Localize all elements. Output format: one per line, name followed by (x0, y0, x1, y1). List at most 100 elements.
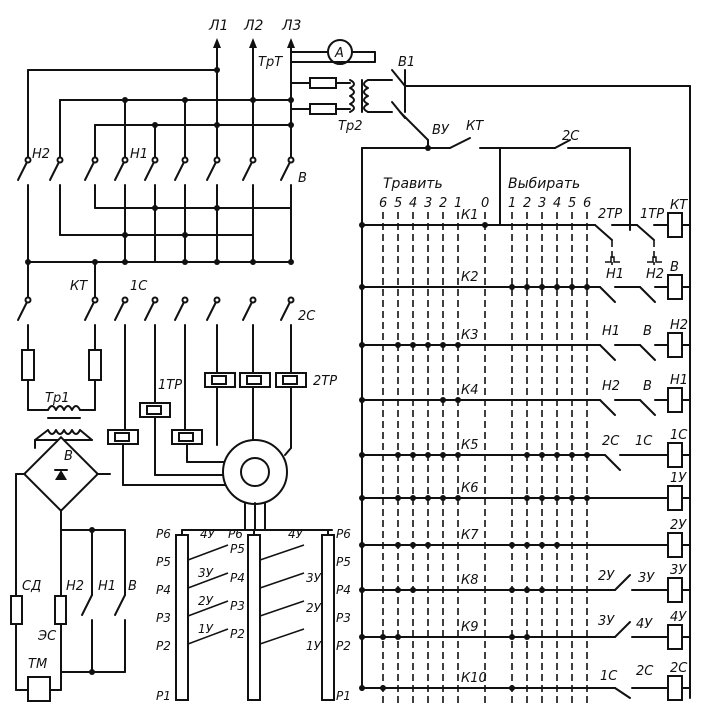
controller-row-3: К3 (461, 328, 479, 343)
contact-label-n2: Н2 (32, 147, 50, 162)
travit-position-4: 4 (409, 196, 417, 211)
contact-label-kt: КТ (70, 279, 88, 294)
chain-r9-3u: 3У (598, 614, 615, 629)
tap-p3-left: Р3 (156, 611, 171, 625)
vybirat-position-5: 5 (568, 196, 576, 211)
contact-label-2c: 2С (298, 309, 316, 324)
contact-label-1c: 1С (130, 279, 148, 294)
tap-p2-left: Р2 (156, 639, 171, 653)
phase-l2-label: Л2 (243, 18, 264, 34)
contact-2u-left: 2У (198, 594, 214, 608)
contactor-contacts-n2-n1-v: Н2 Н1 В (17, 137, 307, 263)
tap-p3-right: Р3 (336, 611, 351, 625)
coil-3 (667, 332, 683, 358)
controller-row-8: К8 (461, 573, 479, 588)
chain-r4-v: В (643, 379, 652, 394)
controller-row-2: К2 (461, 270, 479, 285)
coil-7 (667, 532, 683, 558)
controller-row-9: К9 (461, 620, 479, 635)
control-transformer-label: Тр2 (338, 119, 362, 134)
tap-p2-mid: Р2 (230, 627, 245, 641)
coil-label-9: 4У (670, 610, 687, 625)
chain-r3-n1: Н1 (602, 324, 620, 339)
brake-relay-label: ЭС (37, 629, 57, 644)
control-chains: 2ТР 1ТР Н1 Н2 Н1 В Н2 В 2С 1С 2У 3У 3У (499, 207, 669, 699)
coil-label-7: 2У (670, 518, 687, 533)
tap-p6-mid: Р6 (228, 527, 243, 541)
controller-row-5: К5 (461, 438, 479, 453)
current-transformer-label: ТрТ (258, 55, 283, 70)
chain-r10-1c: 1С (600, 669, 618, 684)
chain-r8-2u: 2У (598, 569, 615, 584)
tap-p5-mid: Р5 (230, 542, 245, 556)
motor-rotor (240, 457, 270, 487)
chain-r5-1c: 1С (635, 434, 653, 449)
chain-r5-2c: 2С (602, 434, 620, 449)
coil-label-6: 1У (670, 471, 687, 486)
contact-1u-right: 1У (306, 639, 322, 653)
tap-p4-mid: Р4 (230, 571, 245, 585)
metering-and-supply: A ТрТ Тр2 В1 ВУ КТ 2С (258, 39, 691, 699)
chain-r1-1tp: 1ТР (640, 207, 664, 222)
coil-9 (667, 624, 683, 650)
contact-4u-right: 4У (288, 527, 304, 541)
contacts-kt-1c-2c: КТ 1С 2С (17, 261, 316, 431)
contact-3u-left: 3У (198, 566, 214, 580)
contact-2u-right: 2У (306, 601, 322, 615)
tap-p6-right: Р6 (336, 527, 351, 541)
chain-r8-3u: 3У (638, 571, 655, 586)
tap-p1-right: Р1 (336, 689, 351, 703)
ammeter-label: A (334, 46, 344, 61)
coil-4 (667, 387, 683, 413)
control-switch-label: ВУ (432, 123, 450, 138)
tap-p1-left: Р1 (156, 689, 171, 703)
brake-contact-v: В (128, 579, 137, 594)
tap-p4-left: Р4 (156, 583, 171, 597)
phase-l3-label: Л3 (281, 18, 301, 34)
travit-position-5: 5 (394, 196, 402, 211)
travit-position-1: 1 (454, 196, 462, 211)
vybirat-position-6: 6 (583, 196, 591, 211)
main-switch-label: В1 (398, 55, 415, 70)
chain-r2-n2: Н2 (646, 267, 664, 282)
coil-label-10: 2С (670, 661, 688, 676)
controller-row-10: К10 (461, 671, 487, 686)
chain-r4-n2: Н2 (602, 379, 620, 394)
brake-circuit: В СД ЭС ТМ Н2 Н1 В (10, 435, 137, 702)
tap-p6-left: Р6 (156, 527, 171, 541)
sc2-top-label: 2С (562, 129, 580, 144)
contact-4u-left: 4У (200, 527, 216, 541)
contact-label-n1: Н1 (130, 147, 148, 162)
travit-position-2: 2 (439, 196, 447, 211)
controller-row-7: К7 (461, 528, 479, 543)
coil-1 (667, 212, 683, 238)
coil-label-3: Н2 (670, 318, 688, 333)
chain-r1-2tp: 2ТР (598, 207, 622, 222)
vybirat-position-2: 2 (523, 196, 531, 211)
chain-r3-v: В (643, 324, 652, 339)
phase-l1-label: Л1 (208, 18, 228, 34)
travit-position-3: 3 (424, 196, 432, 211)
coil-6 (667, 485, 683, 511)
tap-p3-mid: Р3 (230, 599, 245, 613)
coil-label-5: 1С (670, 428, 688, 443)
vybirat-position-4: 4 (553, 196, 561, 211)
coil-2 (667, 274, 683, 300)
relay-2tp-label: 2ТР (313, 374, 337, 389)
chain-r10-2c: 2С (636, 664, 654, 679)
tap-p2-right: Р2 (336, 639, 351, 653)
tap-p4-right: Р4 (336, 583, 351, 597)
coil-8 (667, 577, 683, 603)
transformer-tr1-label: Тр1 (45, 391, 69, 406)
tap-p5-right: Р5 (336, 555, 351, 569)
controller-row-6: К6 (461, 481, 479, 496)
coil-label-2: В (670, 260, 679, 275)
coil-label-8: 3У (670, 563, 687, 578)
contact-1u-left: 1У (198, 622, 214, 636)
coil-label-1: КТ (670, 198, 688, 213)
controller-row-1: К1 (461, 208, 479, 223)
chain-r9-4u: 4У (636, 617, 653, 632)
brake-magnet-label: ТМ (28, 657, 47, 672)
